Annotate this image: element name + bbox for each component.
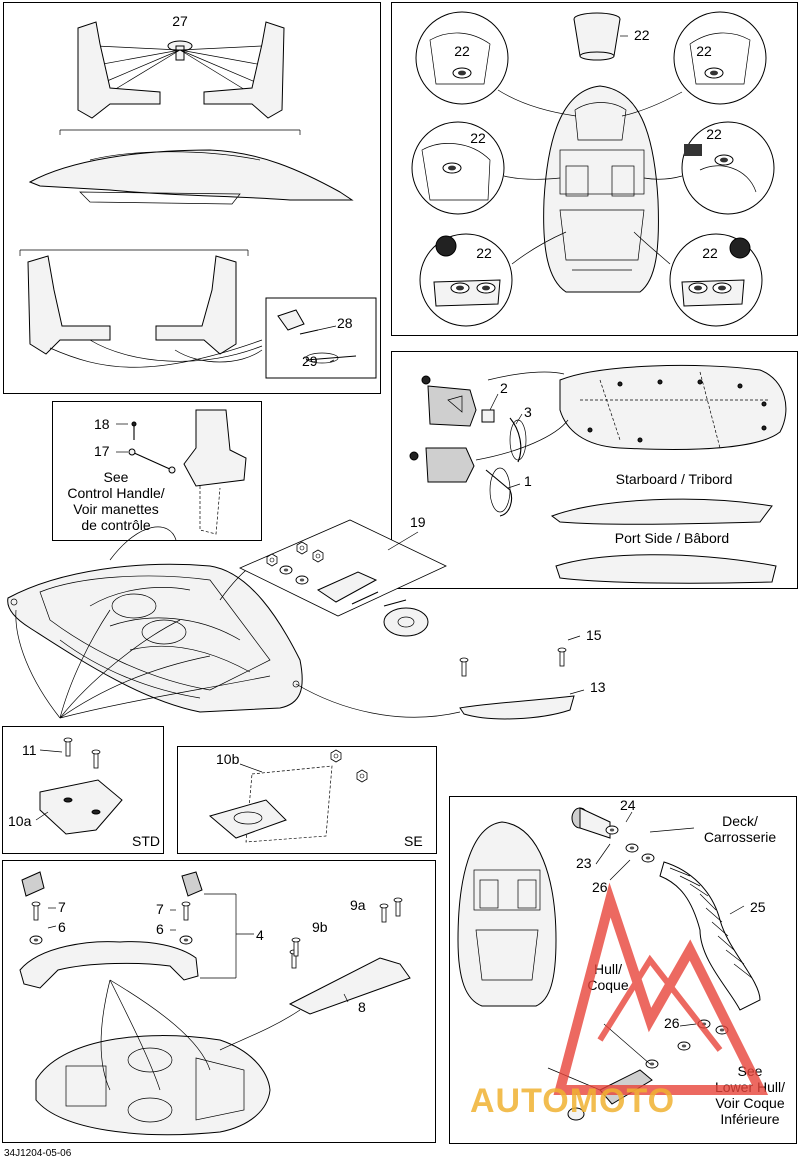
- boat-perspective: [7, 563, 303, 713]
- cleat-std: [39, 737, 123, 835]
- boat-top-view-drain: [457, 821, 557, 1007]
- callout-22-e: 22: [476, 245, 492, 261]
- control-handle: [128, 409, 247, 535]
- callout-22-b: 22: [696, 43, 712, 59]
- deck-side-view: [28, 149, 354, 201]
- cleat-se: [208, 749, 368, 843]
- callout-9b: 9b: [312, 919, 328, 935]
- callout-11: 11: [22, 742, 37, 758]
- callout-17: 17: [94, 443, 110, 459]
- note-hull-1: Hull/: [594, 961, 622, 977]
- boat-top-view-handles: [35, 1035, 271, 1136]
- side-panel-left-lower: [27, 255, 111, 355]
- callout-23: 23: [576, 855, 592, 871]
- callout-6-left: 6: [58, 919, 66, 935]
- side-panel-right-lower: [155, 255, 237, 355]
- note-lower-4: Inférieure: [720, 1111, 779, 1127]
- harness-clips: [409, 375, 527, 517]
- note-control-2: Control Handle/: [67, 485, 164, 501]
- callout-2: 2: [500, 380, 508, 396]
- grab-handle-13: [459, 647, 575, 720]
- callout-9a: 9a: [350, 897, 366, 913]
- note-control-3: Voir manettes: [73, 501, 159, 517]
- callout-1: 1: [524, 473, 532, 489]
- callout-22-a: 22: [454, 43, 470, 59]
- cupholder-22: [573, 12, 628, 61]
- panel-se: [177, 746, 437, 854]
- label-starboard: Starboard / Tribord: [616, 471, 733, 487]
- callout-13: 13: [590, 679, 606, 695]
- deck-starboard-side: [550, 498, 773, 525]
- callout-22-d: 22: [706, 126, 722, 142]
- callout-6-right: 6: [156, 921, 164, 937]
- note-deck-2: Carrosserie: [704, 829, 777, 845]
- callout-26-a: 26: [592, 879, 608, 895]
- callout-19: 19: [410, 514, 426, 530]
- callout-7-left: 7: [58, 899, 66, 915]
- callout-22-f: 22: [702, 245, 718, 261]
- note-control-4: de contrôle: [81, 517, 150, 533]
- side-panel-left-upper: [77, 21, 161, 119]
- boat-top-view: [543, 85, 659, 293]
- note-deck-1: Deck/: [722, 813, 758, 829]
- callout-24: 24: [620, 797, 636, 813]
- callout-22-c: 22: [470, 130, 486, 146]
- grab-handles: [19, 871, 411, 1015]
- callout-29: 29: [302, 353, 318, 369]
- callout-18: 18: [94, 416, 110, 432]
- callout-26-b: 26: [664, 1015, 680, 1031]
- light-detail-circles: [411, 11, 775, 327]
- callout-22-cupholder: 22: [634, 27, 650, 43]
- label-std: STD: [132, 833, 160, 849]
- figure-reference: 34J1204-05-06: [4, 1148, 72, 1159]
- callout-8: 8: [358, 999, 366, 1015]
- callout-28: 28: [337, 315, 353, 331]
- deck-bottom-view: [559, 364, 787, 450]
- callout-15: 15: [586, 627, 602, 643]
- callout-10b: 10b: [216, 751, 240, 767]
- side-panel-right-upper: [203, 21, 285, 119]
- deck-port-side: [555, 554, 777, 584]
- note-lower-3: Voir Coque: [715, 1095, 784, 1111]
- callout-27: 27: [172, 13, 188, 29]
- fastener-27: [91, 40, 269, 97]
- label-port: Port Side / Bâbord: [615, 530, 729, 546]
- note-hull-2: Coque: [587, 977, 628, 993]
- watermark-logo: [553, 882, 769, 1095]
- note-control-1: See: [104, 469, 129, 485]
- callout-3: 3: [524, 404, 532, 420]
- assembly-19: [239, 519, 447, 637]
- callout-4: 4: [256, 927, 264, 943]
- callout-25: 25: [750, 899, 766, 915]
- callout-7-right: 7: [156, 901, 164, 917]
- label-se: SE: [404, 833, 423, 849]
- watermark-text: AUTOMOTO: [470, 1082, 675, 1120]
- callout-10a: 10a: [8, 813, 32, 829]
- detail-box-28-29: [265, 297, 377, 379]
